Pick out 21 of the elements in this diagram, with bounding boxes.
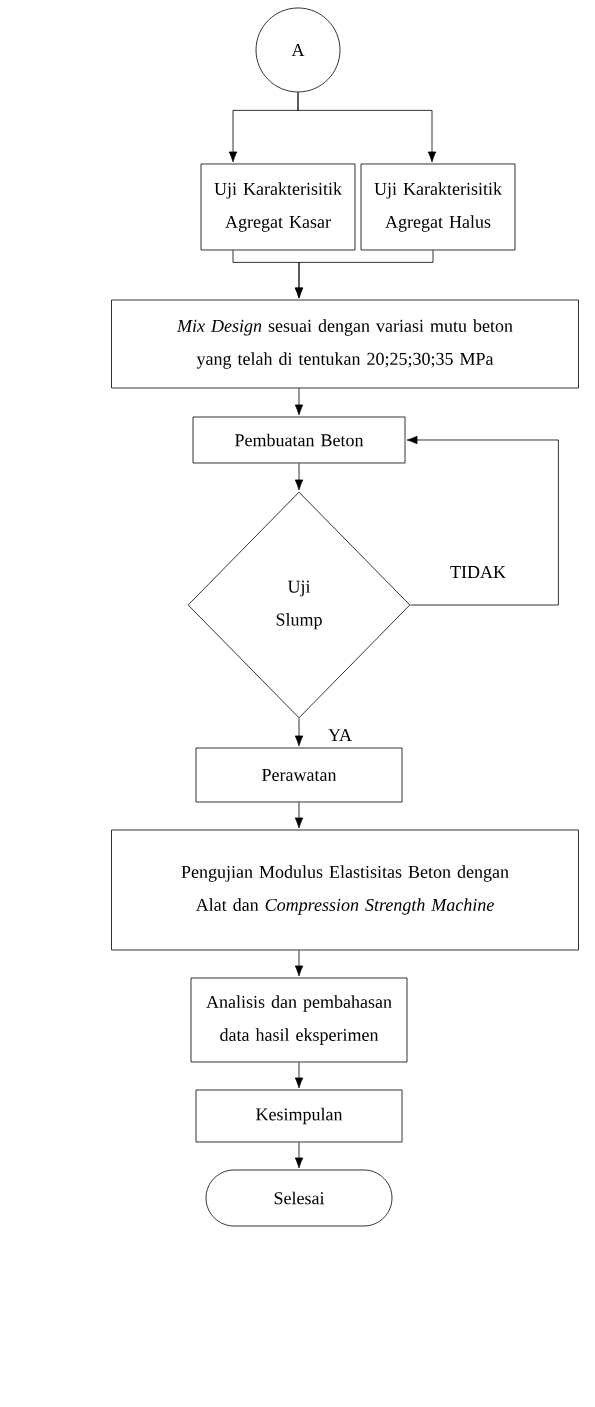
process-box: Uji Karakterisitik Agregat Halus: [360, 163, 516, 251]
arrow: [294, 1142, 304, 1169]
arrow: [406, 435, 559, 606]
edge-label: TIDAK: [449, 565, 507, 579]
arrow: [294, 802, 304, 829]
arrow: [294, 388, 304, 416]
process-box: Uji Karakterisitik Agregat Kasar: [200, 163, 356, 251]
edge-label: YA: [327, 728, 353, 742]
process-box: Kesimpulan: [195, 1089, 403, 1143]
arrow: [294, 950, 304, 977]
circle-node: A: [255, 7, 341, 93]
process-box: Pengujian Modulus Elastisitas Beton dengan Alat dan Compression Strength Machine: [111, 829, 579, 951]
arrow: [294, 463, 304, 491]
process-box: Analisis dan pembahasan data hasil eksperimen: [190, 977, 408, 1063]
process-box: Pembuatan Beton: [192, 416, 406, 464]
process-box: Mix Design sesuai dengan variasi mutu beton yang telah di tentukan 20;25;30;35 MPa: [111, 299, 579, 389]
process-box: Perawatan: [195, 747, 403, 803]
arrow: [294, 1062, 304, 1089]
arrow: [294, 250, 434, 299]
arrow: [294, 718, 304, 747]
arrow: [297, 92, 437, 163]
